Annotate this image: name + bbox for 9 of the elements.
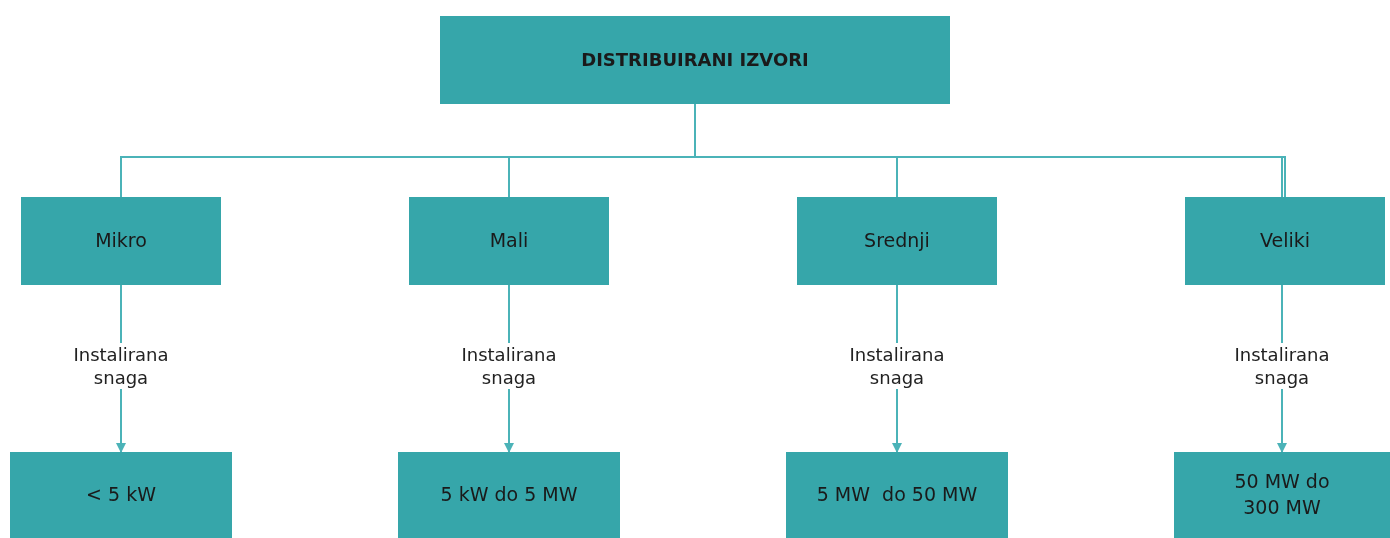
- category-box: Mali: [409, 197, 609, 285]
- category-box: 5 kW do 5 MW: [398, 452, 620, 538]
- category-box: Srednji: [797, 197, 997, 285]
- category-box: 5 MW do 50 MW: [786, 452, 1008, 538]
- category-box: < 5 kW: [10, 452, 232, 538]
- category-box: DISTRIBUIRANI IZVORI: [440, 16, 950, 104]
- category-box: 50 MW do 300 MW: [1174, 452, 1390, 538]
- category-box: Veliki: [1185, 197, 1385, 285]
- category-box: Mikro: [21, 197, 221, 285]
